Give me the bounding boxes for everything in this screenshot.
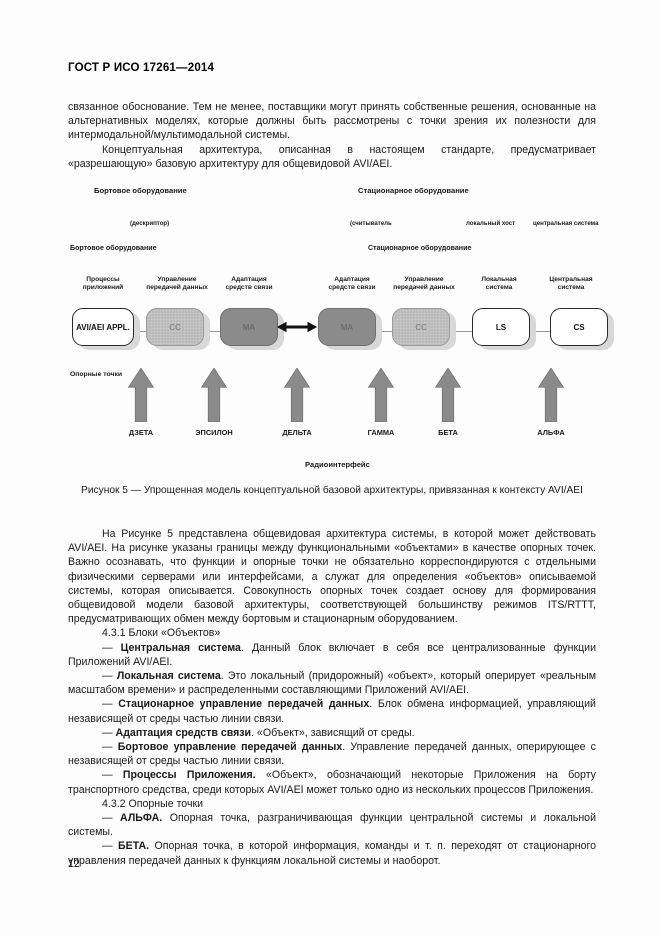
page-number: 12 bbox=[68, 858, 80, 870]
figure-caption: Рисунок 5 — Упрощенная модель концептуал… bbox=[81, 485, 583, 496]
radio-bidirectional-arrow bbox=[276, 321, 318, 333]
item-dash: — bbox=[102, 670, 113, 683]
figure-sublabel-local-host: локальный хост bbox=[466, 220, 516, 227]
figure-column-header-5: Локальная система bbox=[481, 276, 517, 292]
figure-column-header-0: Процессы приложений bbox=[82, 276, 124, 292]
figure-column-header-4: Управление передачей данных bbox=[393, 276, 455, 292]
node-box-ma-right[interactable]: MA bbox=[318, 308, 376, 346]
node-box-cc-right[interactable]: CC bbox=[392, 308, 450, 346]
item-text: «Объект», обозначающий некоторые Приложе… bbox=[68, 769, 596, 796]
node-box-cc-left[interactable]: CC bbox=[146, 308, 204, 346]
figure-header-onboard: Бортовое оборудование bbox=[94, 186, 187, 195]
figure-equip-roadside: Стационарное оборудование bbox=[368, 244, 472, 252]
item-dash: — bbox=[102, 726, 113, 739]
item-dash: — bbox=[102, 641, 113, 654]
figure-header-roadside: Стационарное оборудование bbox=[358, 186, 469, 195]
item-term: Бортовое управление передачей данных bbox=[117, 741, 343, 754]
figure-column-header-1: Управление передачей данных bbox=[146, 276, 208, 292]
reference-arrow-gamma bbox=[368, 368, 394, 422]
item-term: Процессы Приложения. bbox=[122, 769, 256, 782]
item-text: Опорная точка, в которой информация, ком… bbox=[68, 840, 596, 867]
list-item-431-1: — Локальная система. Это локальный (прид… bbox=[68, 669, 596, 697]
reference-arrow-dzeta bbox=[128, 368, 154, 422]
reference-point-label-0: ДЗЕТА bbox=[128, 428, 154, 437]
section-431-title: 4.3.1 Блоки «Объектов» bbox=[102, 627, 221, 640]
reference-point-label-1: ЭПСИЛОН bbox=[195, 428, 233, 437]
item-term: Адаптация средств связи bbox=[115, 726, 252, 739]
reference-arrow-delta bbox=[284, 368, 310, 422]
intro-text-block: связанное обоснование. Тем не менее, пос… bbox=[68, 100, 596, 171]
connector-ls-cs bbox=[532, 331, 556, 333]
node-box-avi-aei-appl[interactable]: AVI/AEI APPL. bbox=[72, 308, 134, 346]
list-item-431-4: — Бортовое управление передачей данных. … bbox=[68, 740, 596, 768]
figure-5-diagram: Бортовое оборудование Стационарное обору… bbox=[68, 182, 614, 474]
node-box-ma-left[interactable]: MA bbox=[220, 308, 278, 346]
reference-point-label-3: ГАММА bbox=[367, 428, 395, 437]
item-dash: — bbox=[102, 840, 113, 853]
item-dash: — bbox=[102, 812, 113, 825]
figure-sublabel-descriptor: (дескриптор) bbox=[130, 220, 170, 227]
figure-equip-onboard: Бортовое оборудование bbox=[70, 244, 157, 252]
list-item-431-3: — Адаптация средств связи. «Объект», зав… bbox=[68, 726, 596, 740]
item-term: БЕТА. bbox=[118, 840, 150, 853]
item-text: Опорная точка, разграничивающая функции … bbox=[68, 812, 596, 839]
figure-column-header-6: Центральная система bbox=[549, 276, 593, 292]
figure-sublabel-reader: (считыватель bbox=[350, 220, 392, 227]
reference-point-label-4: БЕТА bbox=[438, 428, 458, 437]
item-term: Центральная система bbox=[120, 641, 241, 654]
item-dash: — bbox=[102, 698, 113, 711]
item-term: АЛЬФА. bbox=[120, 812, 163, 825]
connector-ma-cc-right bbox=[378, 331, 400, 333]
item-text: . «Объект», зависящий от среды. bbox=[251, 726, 415, 739]
node-box-cs[interactable]: CS bbox=[550, 308, 608, 346]
figure-column-header-3: Адаптация средств связи bbox=[328, 276, 376, 292]
item-text: . Данный блок включает в себя все центра… bbox=[68, 641, 596, 668]
connector-cc-ls bbox=[452, 331, 478, 333]
connector-cc-ma-left bbox=[204, 331, 226, 333]
item-text: . Это локальный (придорожный) «объект», … bbox=[68, 670, 596, 697]
section-432-title: 4.3.2 Опорные точки bbox=[102, 797, 204, 810]
reference-point-label-5: АЛЬФА bbox=[537, 428, 565, 437]
list-item-431-0: — Центральная система. Данный блок включ… bbox=[68, 641, 596, 669]
list-item-432-1: — БЕТА. Опорная точка, в которой информа… bbox=[68, 839, 596, 867]
document-header: ГОСТ Р ИСО 17261—2014 bbox=[68, 62, 215, 74]
reference-arrow-beta bbox=[435, 368, 461, 422]
radio-interface-label: Радиоинтерфейс bbox=[305, 460, 370, 469]
item-text: . Управление передачей данных, оперирующ… bbox=[68, 741, 596, 768]
intro-paragraph-2: Концептуальная архитектура, описанная в … bbox=[68, 143, 596, 170]
connector-appl-cc bbox=[130, 331, 152, 333]
item-term: Стационарное управление передачей данных bbox=[118, 698, 370, 711]
figure-column-header-2: Адаптация средств связи bbox=[225, 276, 273, 292]
intro-paragraph-1: связанное обоснование. Тем не менее, пос… bbox=[68, 101, 596, 142]
item-term: Локальная система bbox=[116, 670, 221, 683]
node-box-ls[interactable]: LS bbox=[472, 308, 530, 346]
list-item-431-2: — Стационарное управление передачей данн… bbox=[68, 697, 596, 725]
body-text-block: На Рисунке 5 представлена общевидовая ар… bbox=[68, 527, 596, 868]
reference-point-label-2: ДЕЛЬТА bbox=[282, 428, 312, 437]
item-text: . Блок обмена информацией, управляющий н… bbox=[68, 698, 596, 725]
item-dash: — bbox=[102, 769, 113, 782]
list-item-431-5: — Процессы Приложения. «Объект», обознач… bbox=[68, 768, 596, 796]
list-item-432-0: — АЛЬФА. Опорная точка, разграничивающая… bbox=[68, 811, 596, 839]
reference-arrow-alfa bbox=[538, 368, 564, 422]
figure-sublabel-central-system: центральная система bbox=[533, 220, 599, 227]
item-dash: — bbox=[102, 741, 113, 754]
reference-arrow-epsilon bbox=[201, 368, 227, 422]
reference-points-label: Опорные точки bbox=[70, 371, 123, 378]
body-paragraph-main: На Рисунке 5 представлена общевидовая ар… bbox=[68, 528, 596, 626]
